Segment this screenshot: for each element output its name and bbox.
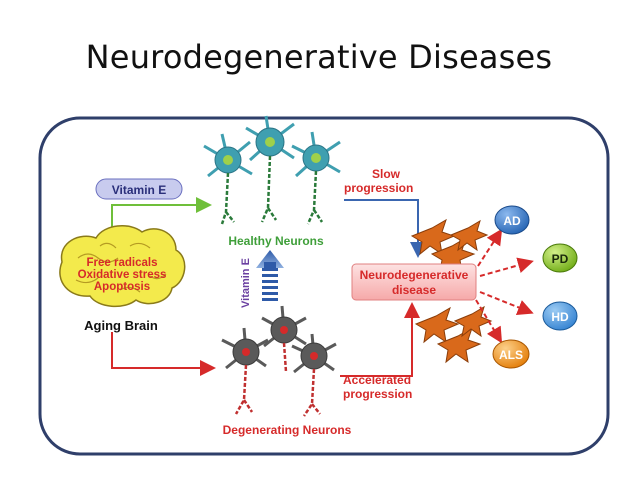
vitamin-e-pill: Vitamin E [95,178,183,200]
slide-title: Neurodegenerative Diseases [85,38,553,76]
vitamin-e-arrow [256,250,284,301]
aging-brain-label: Aging Brain [84,318,158,333]
disease-hd-label: HD [551,310,569,324]
red-arrow [111,332,216,376]
healthy-neurons-label: Healthy Neurons [228,234,324,248]
healthy-neurons [203,115,341,225]
brain-text-1: Oxidative stress [78,269,167,281]
slow-progression-line-0: Slow [372,167,401,181]
accelerated-line-1: progression [343,387,412,401]
brain-text-2: Apoptosis [94,281,150,293]
disease-als: ALS [492,339,530,369]
disease-pd-label: PD [552,252,569,266]
glial-cells-bottom [414,305,493,364]
neurodegenerative-disease-box: Neurodegenerative disease [351,263,477,301]
accelerated-line-0: Accelerated [343,373,411,387]
disease-als-label: ALS [499,348,523,362]
disease-arrows [475,228,534,344]
diagram-frame [38,116,610,456]
center-box-line-0: Neurodegenerative [360,268,469,282]
disease-ad: AD [494,205,530,235]
disease-pd: PD [542,243,578,273]
accelerated-progression-arrow [340,302,420,377]
disease-hd: HD [542,301,578,331]
degenerating-neurons-label: Degenerating Neurons [223,423,352,437]
aging-brain: Free radicals Oxidative stress Apoptosis… [59,225,186,333]
vitamin-e-label: Vitamin E [112,183,166,197]
vitamin-e-vertical-label: Vitamin E [240,258,252,308]
disease-ad-label: AD [503,214,521,228]
center-box-line-1: disease [392,283,436,297]
slow-progression-line-1: progression [344,181,413,195]
brain-text-0: Free radicals [87,257,158,269]
degenerating-neurons [221,305,337,417]
